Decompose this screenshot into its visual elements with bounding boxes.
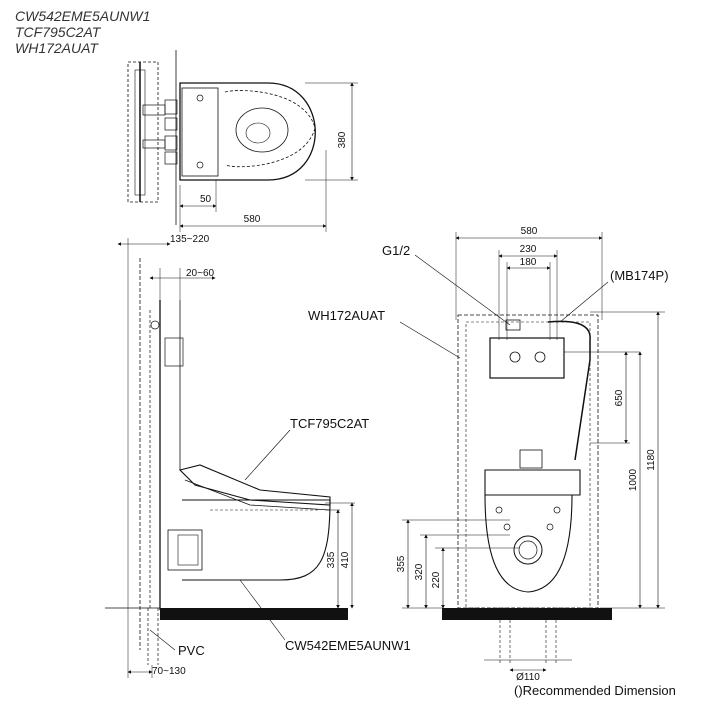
label-cable: (MB174P) xyxy=(610,268,669,283)
dim-inner-spacing: 180 xyxy=(520,257,537,268)
dim-top-width: 580 xyxy=(244,214,261,225)
dim-height-1000: 1000 xyxy=(628,468,639,491)
top-view xyxy=(127,50,358,232)
front-view xyxy=(399,232,665,672)
dim-h-320: 320 xyxy=(414,563,425,580)
dim-h-355: 355 xyxy=(396,555,407,572)
dim-frame-gap: 20~60 xyxy=(186,268,215,279)
model-seat: TCF795C2AT xyxy=(15,24,101,40)
dim-height-650: 650 xyxy=(614,389,625,406)
model-list: CW542EME5AUNW1 TCF795C2AT WH172AUAT xyxy=(15,8,150,56)
label-inlet: G1/2 xyxy=(382,243,410,258)
dim-depth: 380 xyxy=(337,131,348,148)
dim-frame-width: 580 xyxy=(521,226,538,237)
dim-floor-offset: 70~130 xyxy=(152,666,186,677)
side-view xyxy=(105,238,355,678)
dim-drain: Ø110 xyxy=(516,672,540,683)
model-frame: WH172AUAT xyxy=(15,40,98,56)
dim-h-220: 220 xyxy=(431,571,442,588)
dim-seat-height: 410 xyxy=(340,551,351,568)
footnote: ()Recommended Dimension xyxy=(514,683,676,698)
label-pipe: PVC xyxy=(178,643,205,658)
dim-wall-depth: 135~220 xyxy=(170,234,210,245)
label-frame: WH172AUAT xyxy=(308,308,385,323)
label-bowl: CW542EME5AUNW1 xyxy=(285,638,411,653)
dim-height-1180: 1180 xyxy=(646,449,657,471)
label-seat: TCF795C2AT xyxy=(290,416,369,431)
dim-bowl-height: 335 xyxy=(326,551,337,568)
model-bowl: CW542EME5AUNW1 xyxy=(15,8,151,24)
dim-offset: 50 xyxy=(200,194,212,205)
dim-bolt-spacing: 230 xyxy=(520,244,537,255)
